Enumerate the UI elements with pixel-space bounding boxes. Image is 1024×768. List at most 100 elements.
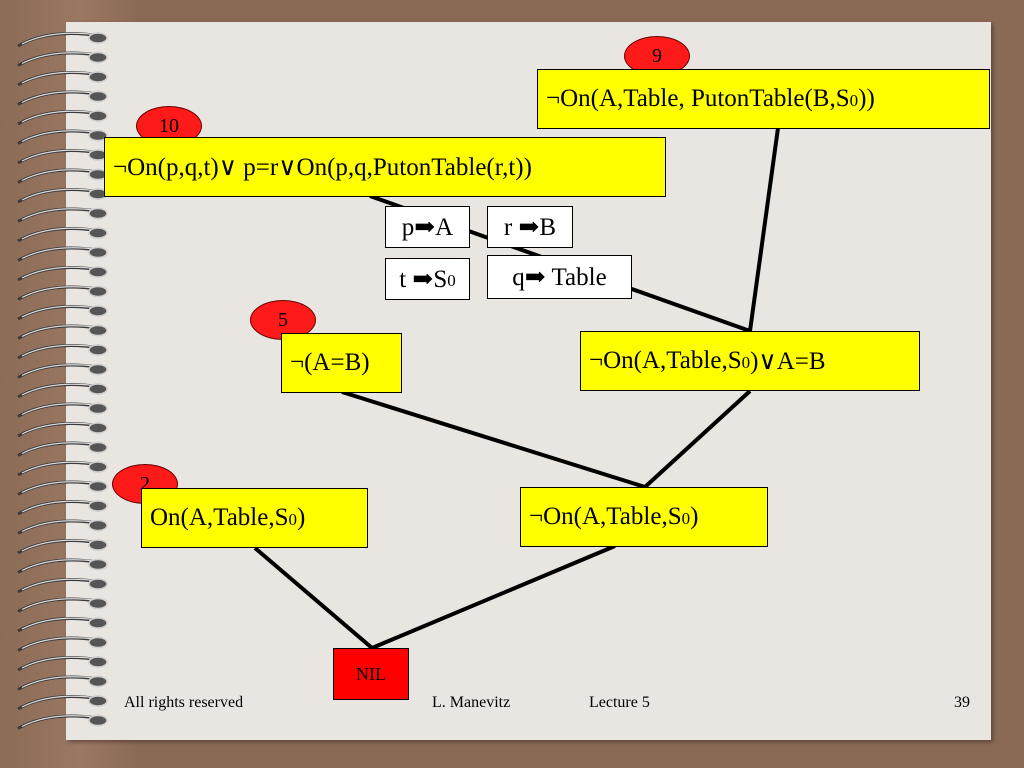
binding-hole (88, 266, 108, 278)
binding-hole (88, 227, 108, 239)
clause-number-label: 2 (140, 472, 150, 495)
clause-9-tail: )) (858, 85, 875, 112)
resolvent-low-subscript: 0 (681, 509, 691, 528)
binding-ring-highlight (21, 559, 99, 572)
binding-hole (88, 90, 108, 103)
edge-5-to-low (341, 390, 646, 489)
binding-hole (88, 51, 108, 64)
binding-hole (88, 675, 108, 688)
binding-ring-highlight (21, 442, 99, 455)
clause-9-subscript: 0 (849, 91, 859, 110)
spiral-binding (17, 32, 108, 730)
substitution-t-subscript: 0 (447, 271, 456, 290)
edge-low-to-nil (371, 544, 616, 650)
binding-ring-highlight (21, 676, 99, 689)
binding-hole (88, 32, 108, 44)
binding-ring-highlight (21, 266, 99, 279)
binding-ring-highlight (21, 656, 99, 669)
binding-ring-highlight (21, 364, 99, 377)
clause-number-label: 5 (278, 308, 288, 331)
clause-9-text: ¬On(A,Table, PutonTable(B,S (546, 85, 850, 112)
nil-text: NIL (356, 663, 386, 684)
binding-ring-highlight (21, 578, 99, 591)
nil-box: NIL (333, 648, 409, 700)
binding-hole (88, 285, 108, 298)
edge-mid-to-low (643, 389, 752, 489)
edge-2-to-nil (253, 546, 374, 650)
binding-hole (88, 305, 108, 317)
clause-5-text: ¬(A=B) (290, 349, 370, 376)
binding-ring-highlight (21, 130, 99, 143)
binding-hole (88, 695, 108, 707)
footer-author: L. Manevitz (432, 694, 511, 711)
binding-hole (88, 617, 108, 629)
binding-ring-highlight (21, 91, 99, 104)
resolvent-low-tail: ) (690, 503, 699, 530)
binding-ring-highlight (21, 247, 99, 260)
binding-hole (88, 402, 108, 415)
edge-9-to-mid (748, 127, 780, 332)
substitution-q-text: q➡ Table (512, 264, 607, 291)
substitution-r: r ➡B (487, 206, 573, 248)
substitution-t-text: t ➡S (399, 266, 448, 293)
clause-2-tail: ) (297, 504, 306, 531)
binding-ring-highlight (21, 32, 99, 45)
binding-hole (88, 519, 108, 532)
binding-ring-highlight (21, 305, 99, 318)
footer-lecture: Lecture 5 (589, 694, 650, 711)
footer-copyright: All rights reserved (124, 694, 244, 711)
binding-ring-highlight (21, 422, 99, 435)
binding-hole (88, 129, 108, 142)
binding-hole (88, 344, 108, 356)
binding-ring-highlight (21, 383, 99, 396)
binding-hole (88, 383, 108, 395)
substitution-p: p➡A (385, 206, 470, 248)
binding-hole (88, 207, 108, 220)
binding-ring-highlight (21, 461, 99, 474)
binding-ring-highlight (21, 227, 99, 240)
binding-hole (88, 597, 108, 610)
resolvent-low-text: ¬On(A,Table,S (529, 503, 682, 530)
clause-5-box: ¬(A=B) (281, 333, 402, 393)
binding-hole (88, 656, 108, 668)
binding-ring-highlight (21, 598, 99, 611)
binding-ring-highlight (21, 617, 99, 630)
binding-ring-highlight (21, 188, 99, 201)
binding-hole (88, 324, 108, 337)
resolvent-mid-text: ¬On(A,Table,S (589, 347, 742, 374)
binding-ring-highlight (21, 71, 99, 84)
binding-hole (88, 461, 108, 473)
binding-ring-highlight (21, 110, 99, 123)
binding-hole (88, 246, 108, 259)
binding-ring-highlight (21, 208, 99, 221)
binding-hole (88, 500, 108, 512)
clause-number-label: 10 (159, 114, 179, 137)
resolvent-mid-tail: )∨A=B (750, 348, 826, 375)
binding-hole (88, 480, 108, 493)
substitution-q: q➡ Table (487, 255, 632, 299)
clause-2-text: On(A,Table,S (150, 504, 289, 531)
binding-hole (88, 558, 108, 571)
binding-ring-highlight (21, 637, 99, 650)
clause-number-label: 9 (652, 44, 662, 67)
resolvent-mid-subscript: 0 (741, 353, 751, 372)
substitution-p-text: p➡A (401, 214, 454, 241)
binding-hole (88, 441, 108, 454)
binding-ring-highlight (21, 403, 99, 416)
binding-hole (88, 422, 108, 434)
binding-hole (88, 71, 108, 83)
binding-ring-highlight (21, 715, 99, 728)
binding-hole (88, 714, 108, 727)
clause-10-box: ¬On(p,q,t)∨ p=r∨On(p,q,PutonTable(r,t)) (104, 137, 666, 197)
binding-hole (88, 539, 108, 551)
binding-ring-highlight (21, 169, 99, 182)
binding-ring-highlight (21, 52, 99, 65)
binding-ring-highlight (21, 500, 99, 513)
binding-ring-highlight (21, 325, 99, 338)
binding-ring-highlight (21, 286, 99, 299)
